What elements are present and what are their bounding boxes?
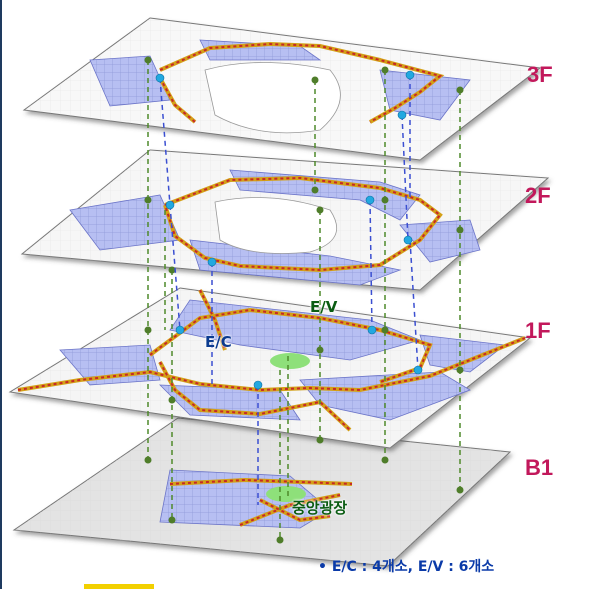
plaza-callout: 중앙광장 <box>292 499 348 517</box>
escalator-lines <box>159 75 419 505</box>
floor-label-3f: 3F <box>527 62 553 87</box>
floor-plate-2f <box>20 149 550 291</box>
elevator-lines <box>147 60 461 540</box>
escalator-nodes <box>155 70 423 390</box>
facility-count-note: • E/C : 4개소, E/V : 6개소 <box>318 559 495 575</box>
floor-label-2f: 2F <box>525 183 551 208</box>
floor-label-1f: 1F <box>525 318 551 343</box>
elevator-nodes <box>144 56 464 544</box>
floor-plate-1f <box>8 287 532 449</box>
floor-plate-b1 <box>12 417 512 567</box>
ev-callout: E/V <box>310 298 338 316</box>
floor-label-b1: B1 <box>525 455 554 480</box>
ec-callout: E/C <box>205 333 232 351</box>
left-border <box>0 0 2 589</box>
bottom-highlight-strip <box>84 584 154 589</box>
floor-plate-3f <box>22 17 542 161</box>
